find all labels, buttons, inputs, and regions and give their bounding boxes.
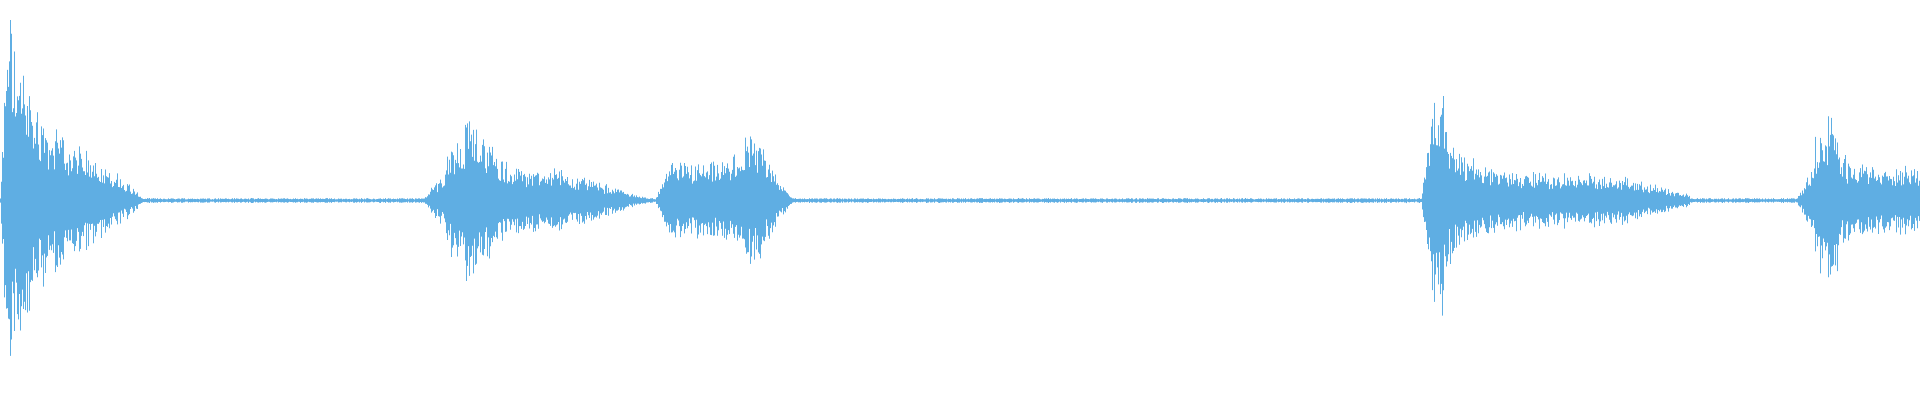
waveform-bars [0, 19, 1920, 356]
